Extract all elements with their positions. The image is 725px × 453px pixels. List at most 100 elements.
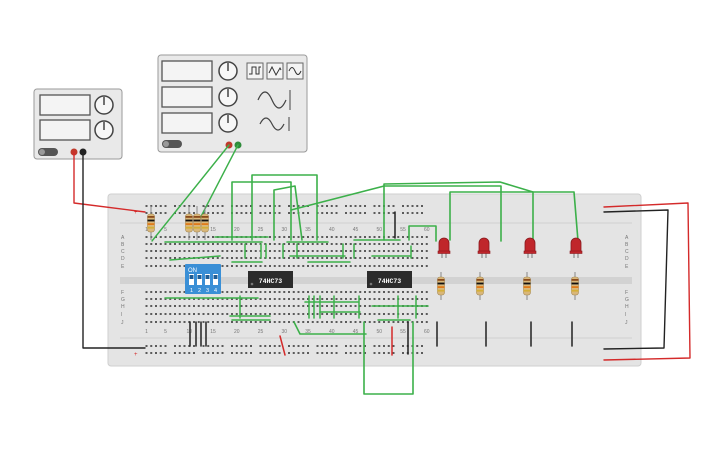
breadboard-hole[interactable]: [245, 257, 248, 259]
breadboard-hole[interactable]: [402, 250, 404, 252]
breadboard-hole[interactable]: [321, 313, 324, 315]
rail-hole[interactable]: [278, 205, 281, 207]
rail-hole[interactable]: [245, 212, 248, 214]
chip-2[interactable]: 74HC73: [367, 271, 412, 288]
jumper-wire[interactable]: [290, 185, 502, 242]
breadboard-hole[interactable]: [340, 236, 343, 238]
breadboard-hole[interactable]: [273, 321, 276, 323]
breadboard-hole[interactable]: [364, 265, 366, 267]
jumper-wire[interactable]: [603, 209, 669, 350]
breadboard-hole[interactable]: [283, 291, 286, 293]
rail-hole[interactable]: [250, 352, 252, 354]
breadboard-hole[interactable]: [340, 291, 343, 293]
breadboard-hole[interactable]: [292, 313, 295, 315]
breadboard-hole[interactable]: [330, 257, 333, 259]
breadboard-hole[interactable]: [302, 298, 305, 300]
breadboard-hole[interactable]: [288, 265, 290, 267]
breadboard-hole[interactable]: [250, 313, 252, 315]
breadboard-hole[interactable]: [416, 313, 419, 315]
breadboard-hole[interactable]: [297, 313, 300, 315]
rail-hole[interactable]: [231, 345, 233, 347]
rail-hole[interactable]: [307, 352, 309, 354]
breadboard-hole[interactable]: [245, 265, 248, 267]
breadboard-hole[interactable]: [164, 257, 167, 259]
breadboard-hole[interactable]: [216, 313, 219, 315]
breadboard-hole[interactable]: [425, 313, 428, 315]
breadboard-hole[interactable]: [250, 321, 252, 323]
breadboard-hole[interactable]: [264, 291, 267, 293]
breadboard-hole[interactable]: [302, 291, 305, 293]
rail-hole[interactable]: [335, 345, 338, 347]
breadboard-hole[interactable]: [378, 313, 381, 315]
breadboard-hole[interactable]: [392, 243, 395, 245]
triangle-wave-icon[interactable]: [266, 62, 284, 80]
breadboard-hole[interactable]: [245, 291, 248, 293]
rail-hole[interactable]: [250, 205, 252, 207]
dip-switch-lever[interactable]: [205, 274, 210, 285]
breadboard-hole[interactable]: [311, 298, 314, 300]
rail-hole[interactable]: [212, 212, 214, 214]
breadboard-hole[interactable]: [269, 250, 271, 252]
breadboard-hole[interactable]: [316, 243, 319, 245]
breadboard-hole[interactable]: [335, 321, 338, 323]
breadboard-hole[interactable]: [283, 298, 286, 300]
breadboard-hole[interactable]: [292, 250, 295, 252]
breadboard-hole[interactable]: [411, 298, 414, 300]
breadboard-hole[interactable]: [326, 305, 328, 307]
breadboard-hole[interactable]: [145, 298, 148, 300]
breadboard-hole[interactable]: [269, 257, 271, 259]
breadboard-hole[interactable]: [359, 243, 362, 245]
breadboard-hole[interactable]: [164, 298, 167, 300]
breadboard-hole[interactable]: [259, 265, 262, 267]
breadboard-hole[interactable]: [221, 305, 224, 307]
rail-hole[interactable]: [278, 212, 281, 214]
rail-hole[interactable]: [316, 345, 319, 347]
rail-hole[interactable]: [150, 352, 153, 354]
rail-hole[interactable]: [421, 212, 423, 214]
breadboard-hole[interactable]: [183, 313, 186, 315]
breadboard-hole[interactable]: [183, 236, 186, 238]
breadboard-hole[interactable]: [349, 265, 352, 267]
rail-hole[interactable]: [212, 345, 214, 347]
breadboard-hole[interactable]: [164, 313, 167, 315]
breadboard-hole[interactable]: [231, 291, 233, 293]
breadboard-hole[interactable]: [406, 257, 409, 259]
breadboard-hole[interactable]: [254, 313, 257, 315]
breadboard-hole[interactable]: [297, 305, 300, 307]
breadboard-hole[interactable]: [349, 257, 352, 259]
breadboard-hole[interactable]: [193, 298, 195, 300]
rail-hole[interactable]: [174, 205, 176, 207]
breadboard-hole[interactable]: [155, 321, 157, 323]
breadboard-hole[interactable]: [302, 236, 305, 238]
breadboard-hole[interactable]: [183, 243, 186, 245]
breadboard-hole[interactable]: [302, 250, 305, 252]
breadboard-hole[interactable]: [178, 321, 181, 323]
breadboard-hole[interactable]: [311, 257, 314, 259]
breadboard-hole[interactable]: [250, 265, 252, 267]
breadboard-hole[interactable]: [326, 321, 328, 323]
breadboard-hole[interactable]: [425, 298, 428, 300]
breadboard-hole[interactable]: [406, 236, 409, 238]
breadboard-hole[interactable]: [221, 243, 224, 245]
breadboard-hole[interactable]: [155, 298, 157, 300]
breadboard-hole[interactable]: [231, 257, 233, 259]
breadboard-hole[interactable]: [169, 321, 172, 323]
breadboard-hole[interactable]: [387, 250, 390, 252]
dip-switch-lever[interactable]: [213, 274, 218, 285]
rail-hole[interactable]: [216, 205, 219, 207]
breadboard-hole[interactable]: [216, 298, 219, 300]
breadboard-hole[interactable]: [226, 313, 229, 315]
rail-hole[interactable]: [378, 345, 381, 347]
breadboard-hole[interactable]: [397, 236, 400, 238]
breadboard-hole[interactable]: [259, 291, 262, 293]
rail-hole[interactable]: [302, 345, 305, 347]
rail-hole[interactable]: [416, 352, 419, 354]
jumper-wire[interactable]: [231, 181, 292, 241]
breadboard-hole[interactable]: [193, 250, 195, 252]
breadboard-hole[interactable]: [411, 243, 414, 245]
breadboard-hole[interactable]: [425, 250, 428, 252]
breadboard-hole[interactable]: [278, 265, 281, 267]
breadboard-hole[interactable]: [307, 250, 309, 252]
breadboard-hole[interactable]: [402, 321, 404, 323]
breadboard-hole[interactable]: [150, 291, 153, 293]
